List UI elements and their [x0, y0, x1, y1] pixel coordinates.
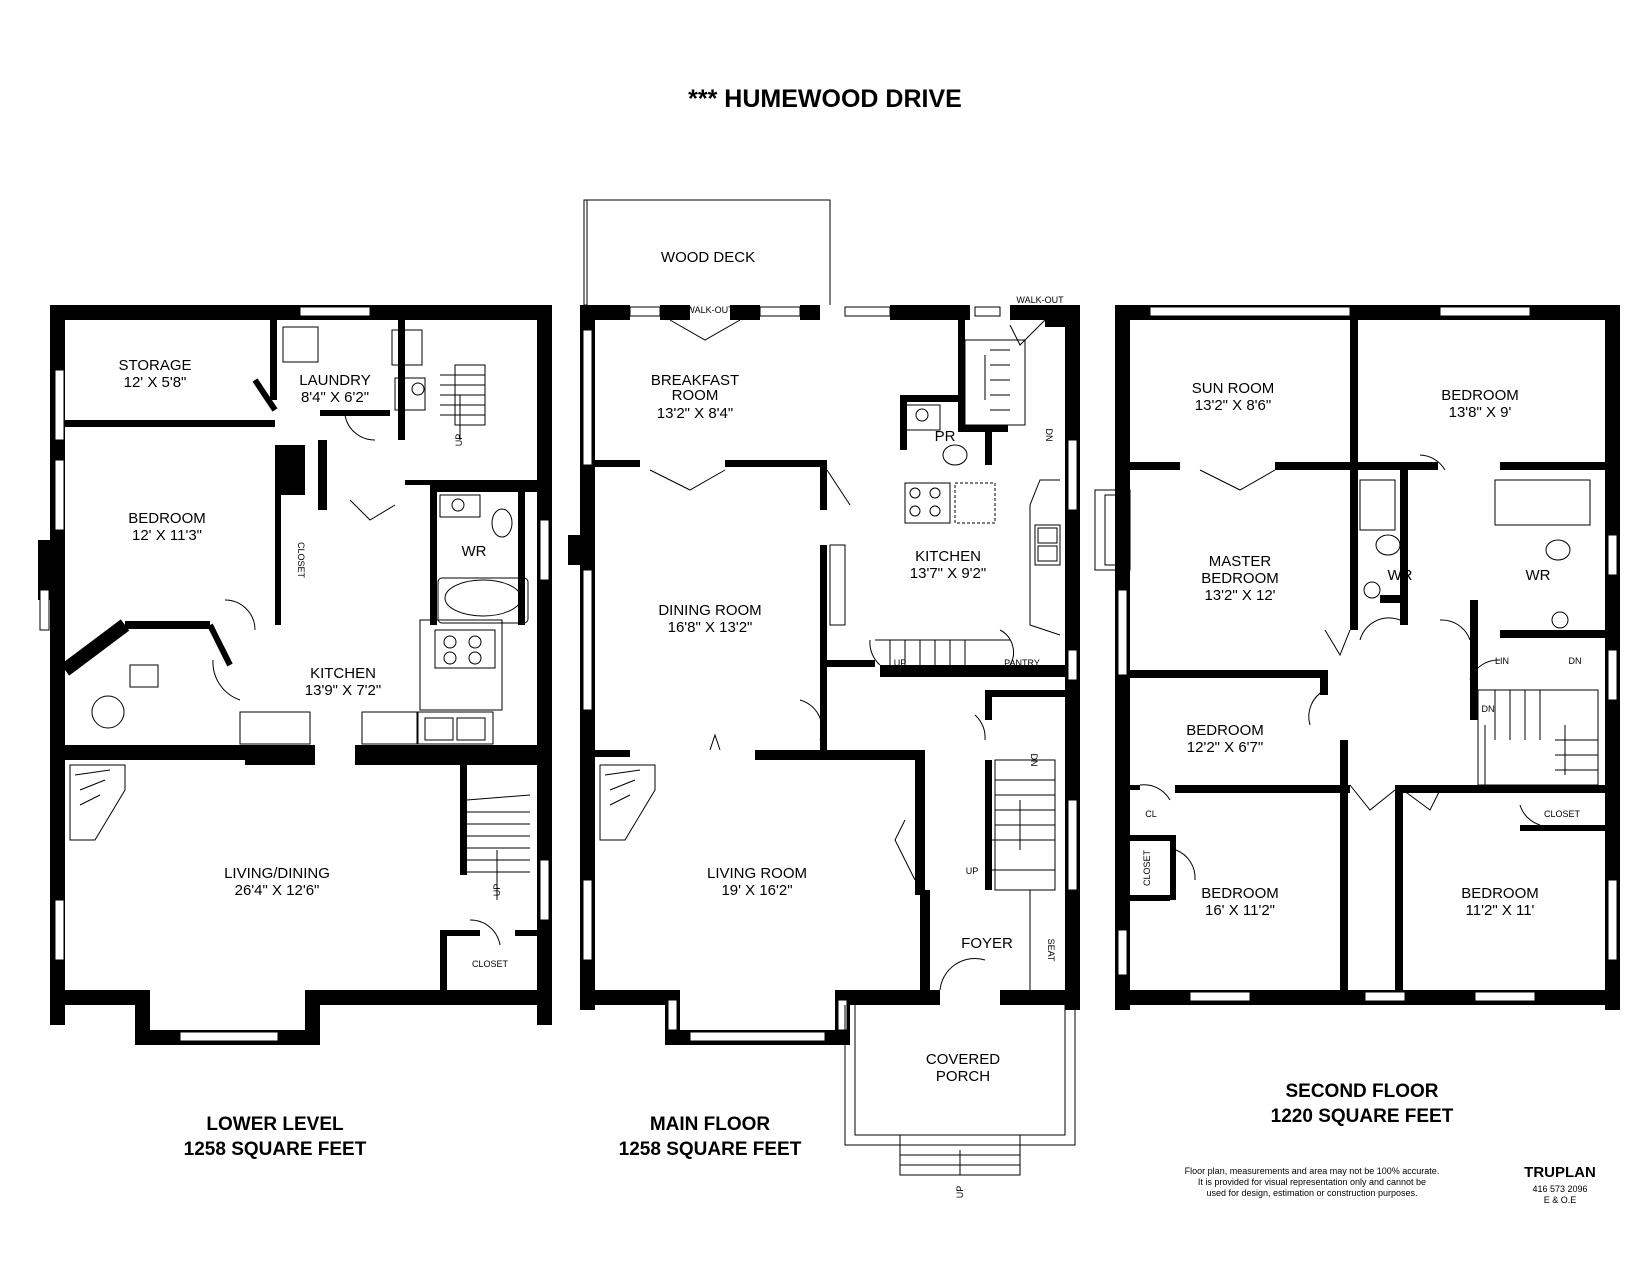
second-closet-vertical: CLOSET	[1142, 849, 1152, 886]
main-foyer-name: FOYER	[961, 935, 1013, 952]
second-master-dim: 13'2" X 12'	[1204, 587, 1275, 604]
brand-eoe: E & O.E	[1544, 1195, 1577, 1205]
second-dn-1: DN	[1569, 656, 1582, 666]
second-cl-label: CL	[1145, 809, 1157, 819]
main-dn-2: DN	[1029, 754, 1039, 767]
lower-laundry-name: LAUNDRY	[299, 372, 370, 389]
lower-kitchen-dim: 13'9" X 7'2"	[305, 682, 381, 699]
main-breakfast-name-1: BREAKFAST	[651, 372, 739, 389]
brand-name: TRUPLAN	[1524, 1164, 1596, 1181]
second-bedroom-2-name: BEDROOM	[1186, 722, 1264, 739]
second-bedroom-3-dim: 16' X 11'2"	[1205, 902, 1275, 919]
second-wr-1: WR	[1388, 567, 1413, 584]
main-living-dim: 19' X 16'2"	[721, 882, 792, 899]
main-dn-1: DN	[1044, 429, 1054, 442]
lower-laundry-dim: 8'4" X 6'2"	[301, 389, 369, 406]
main-floor-plan	[568, 199, 1080, 1176]
main-living-name: LIVING ROOM	[707, 865, 807, 882]
lower-storage-name: STORAGE	[118, 357, 191, 374]
lower-wr-label: WR	[462, 543, 487, 560]
lower-floor-label: LOWER LEVEL	[206, 1114, 344, 1135]
lower-storage-dim: 12' X 5'8"	[124, 374, 187, 391]
lower-up-2: UP	[492, 884, 502, 897]
lower-living-dim: 26'4" X 12'6"	[235, 882, 320, 899]
second-bedroom-1-dim: 13'8" X 9'	[1449, 404, 1512, 421]
page-title: *** HUMEWOOD DRIVE	[688, 85, 962, 113]
main-floor-area: 1258 SQUARE FEET	[619, 1139, 802, 1160]
lower-up-1: UP	[454, 434, 464, 447]
main-floor-label: MAIN FLOOR	[650, 1114, 771, 1135]
main-up-2: UP	[966, 866, 979, 876]
lower-kitchen-name: KITCHEN	[310, 665, 376, 682]
disclaimer-line-2: It is provided for visual representation…	[1198, 1177, 1426, 1187]
second-closet-label: CLOSET	[1544, 809, 1581, 819]
second-bedroom-4-name: BEDROOM	[1461, 885, 1539, 902]
main-breakfast-dim: 13'2" X 8'4"	[657, 405, 733, 422]
main-up-1: UP	[894, 658, 907, 668]
main-pantry-label: PANTRY	[1004, 658, 1040, 668]
second-master-name-1: MASTER	[1209, 553, 1272, 570]
main-porch-name-2: PORCH	[936, 1068, 990, 1085]
lower-level-plan	[38, 305, 552, 1045]
main-walkout-2: WALK-OUT	[1016, 295, 1064, 305]
second-master-name-2: BEDROOM	[1201, 570, 1279, 587]
main-kitchen-dim: 13'7" X 9'2"	[910, 565, 986, 582]
lower-closet-vertical: CLOSET	[296, 542, 306, 579]
main-porch-name-1: COVERED	[926, 1051, 1000, 1068]
lower-living-name: LIVING/DINING	[224, 865, 330, 882]
main-dining-name: DINING ROOM	[658, 602, 761, 619]
disclaimer-line-1: Floor plan, measurements and area may no…	[1185, 1166, 1440, 1176]
brand-phone: 416 573 2096	[1532, 1184, 1587, 1194]
main-breakfast-name-2: ROOM	[672, 387, 719, 404]
main-up-3: UP	[955, 1186, 965, 1199]
second-floor-plan	[1094, 305, 1620, 1010]
lower-floor-area: 1258 SQUARE FEET	[184, 1139, 367, 1160]
main-walkout-1: WALK-OUT	[686, 305, 734, 315]
main-kitchen-name: KITCHEN	[915, 548, 981, 565]
second-sunroom-dim: 13'2" X 8'6"	[1195, 397, 1271, 414]
second-floor-label: SECOND FLOOR	[1285, 1081, 1438, 1102]
second-bedroom-1-name: BEDROOM	[1441, 387, 1519, 404]
lower-bedroom-dim: 12' X 11'3"	[132, 527, 202, 544]
main-dining-dim: 16'8" X 13'2"	[668, 619, 753, 636]
second-lin-label: LIN	[1495, 656, 1509, 666]
lower-closet-label: CLOSET	[472, 959, 509, 969]
second-bedroom-3-name: BEDROOM	[1201, 885, 1279, 902]
main-pr-label: PR	[935, 428, 956, 445]
second-sunroom-name: SUN ROOM	[1192, 380, 1275, 397]
second-bedroom-2-dim: 12'2" X 6'7"	[1187, 739, 1263, 756]
main-deck-name: WOOD DECK	[661, 249, 755, 266]
main-seat-label: SEAT	[1046, 939, 1056, 962]
second-bedroom-4-dim: 11'2" X 11'	[1466, 902, 1535, 919]
lower-bedroom-name: BEDROOM	[128, 510, 206, 527]
second-floor-area: 1220 SQUARE FEET	[1271, 1106, 1454, 1127]
disclaimer-line-3: used for design, estimation or construct…	[1206, 1188, 1417, 1198]
second-dn-2: DN	[1482, 704, 1495, 714]
second-wr-2: WR	[1526, 567, 1551, 584]
